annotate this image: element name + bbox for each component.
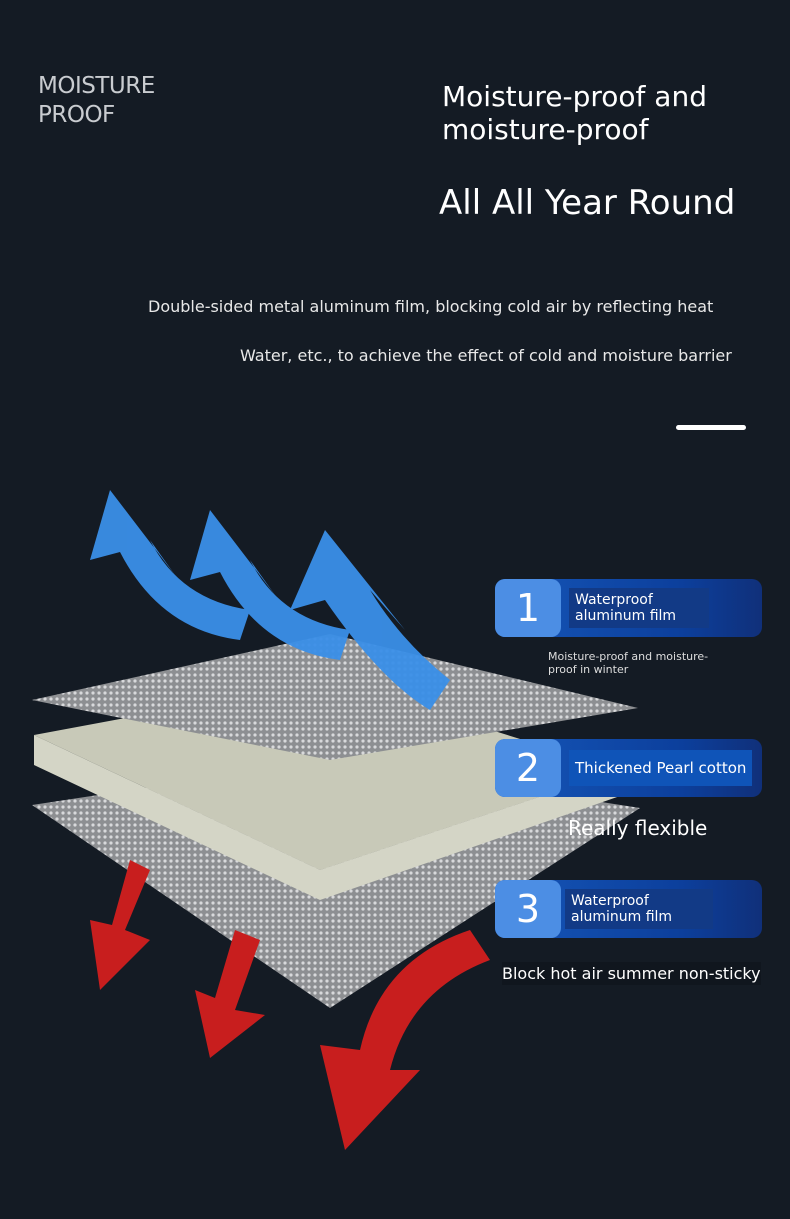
- headline: Moisture-proof and moisture-proof: [442, 80, 707, 146]
- description-line-1: Double-sided metal aluminum film, blocki…: [148, 297, 714, 316]
- layer-number: 3: [495, 880, 561, 938]
- layer-number: 2: [495, 739, 561, 797]
- layer-number: 1: [495, 579, 561, 637]
- layer-note-3: Block hot air summer non-sticky: [502, 962, 761, 985]
- layer-name: Thickened Pearl cotton: [569, 750, 753, 786]
- corner-label: MOISTURE PROOF: [38, 73, 155, 128]
- description-line-2: Water, etc., to achieve the effect of co…: [240, 346, 732, 365]
- pearl-cotton-side: [34, 735, 620, 900]
- subheadline: All All Year Round: [439, 183, 736, 223]
- divider-bar: [676, 425, 746, 430]
- layer-name: Waterproof aluminum film: [565, 889, 713, 929]
- layer-name: Waterproof aluminum film: [569, 588, 709, 628]
- layer-badge-1: 1 Waterproof aluminum film: [495, 579, 762, 637]
- cold-arrows: [90, 490, 450, 710]
- layer-note-1: Moisture-proof and moisture-proof in win…: [548, 650, 709, 676]
- hot-arrows: [90, 860, 490, 1150]
- layer-badge-2: 2 Thickened Pearl cotton: [495, 739, 762, 797]
- layer-badge-3: 3 Waterproof aluminum film: [495, 880, 762, 938]
- top-foil-layer: [32, 634, 638, 760]
- layer-note-2: Really flexible: [568, 816, 708, 840]
